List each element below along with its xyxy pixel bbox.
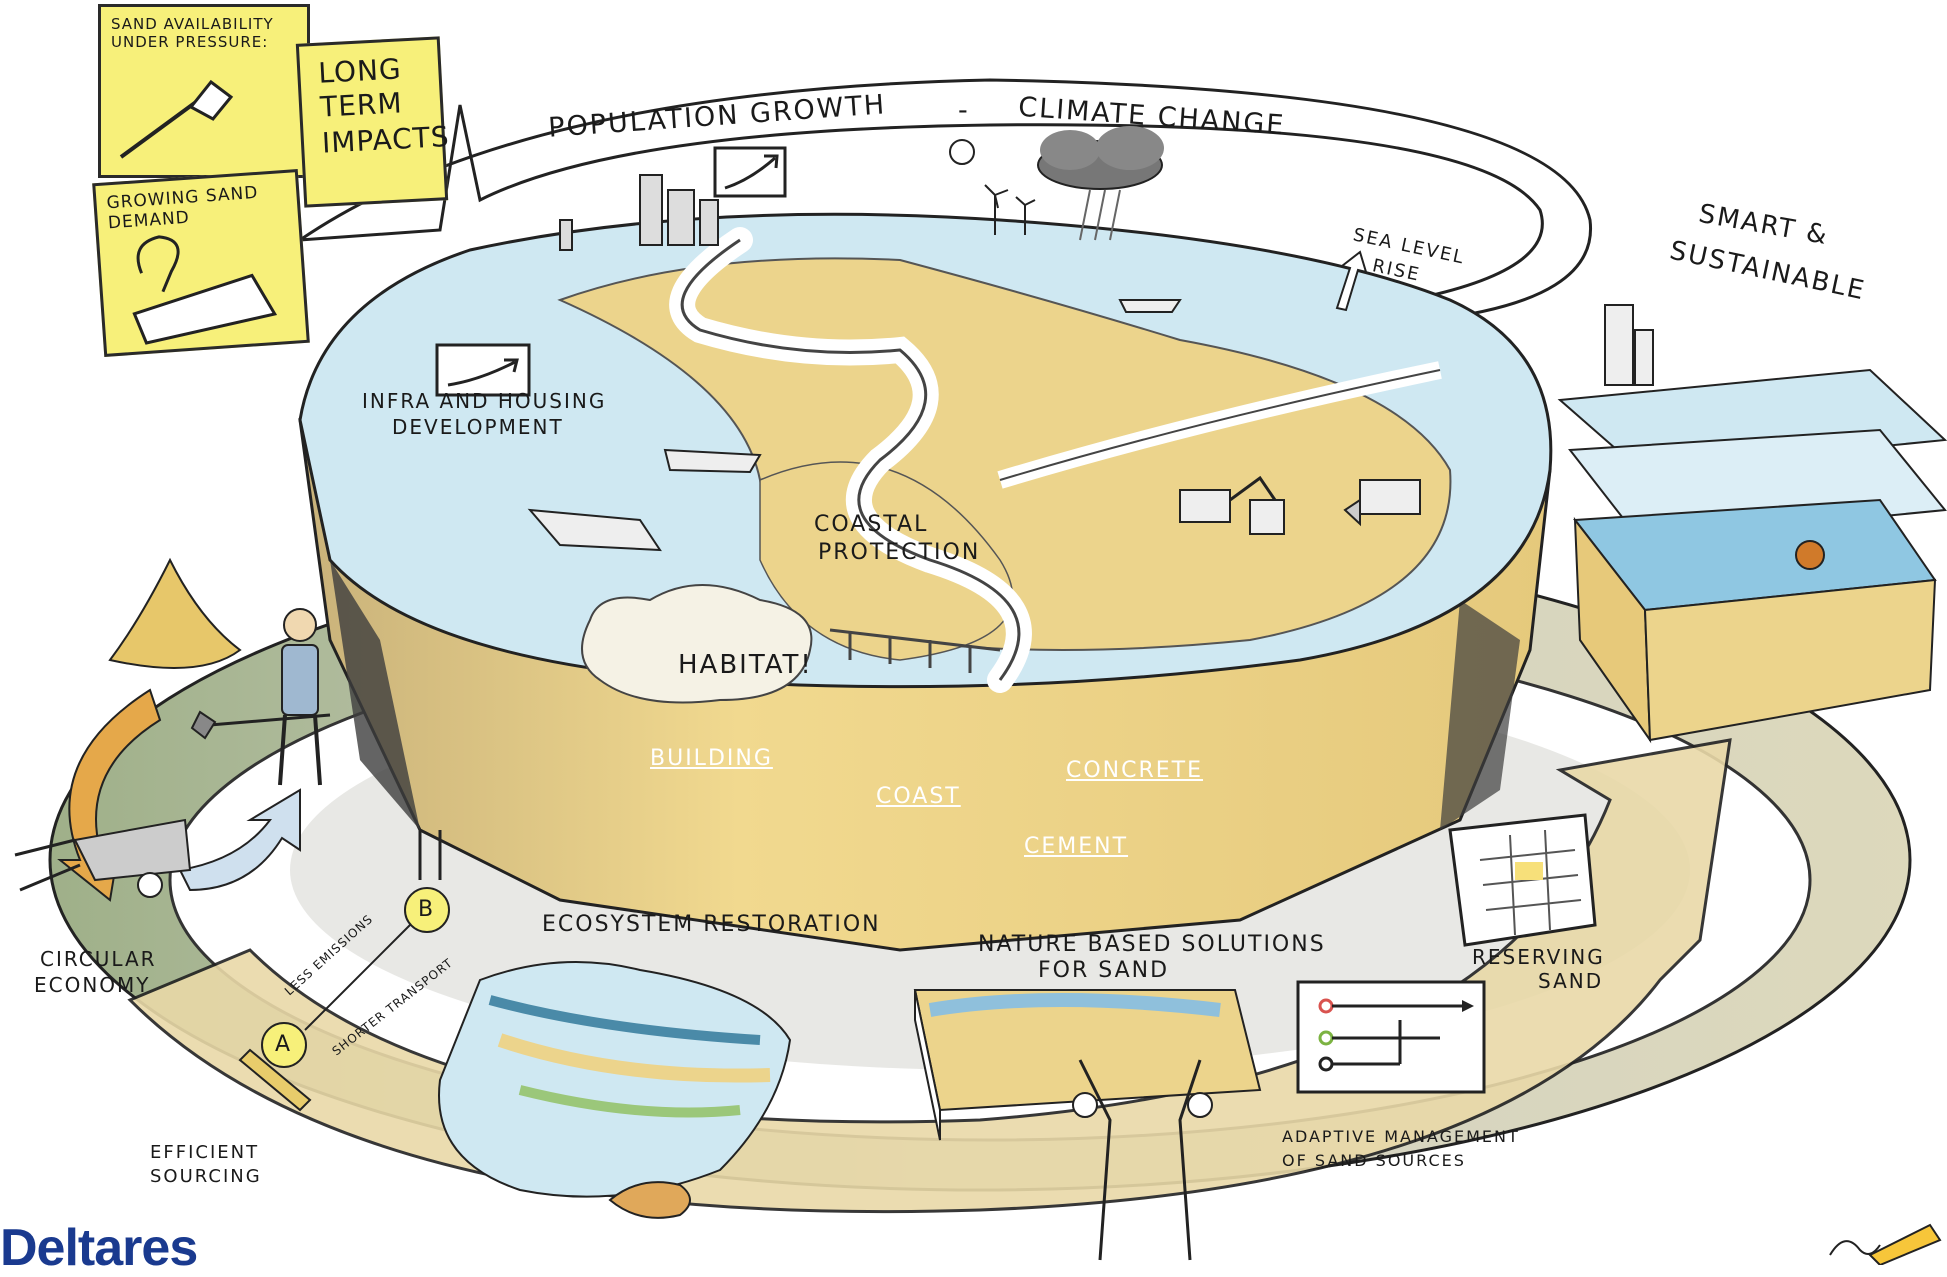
cliff-concrete: Concrete [1066,758,1204,783]
sticky-note-demand: Growing sand demand [92,169,310,357]
wind-turbine-icon [984,184,1036,235]
infra-line-1: Infra and housing [362,389,607,413]
ecosystem-block [438,961,792,1219]
adaptive-management-chart [1296,980,1486,1094]
bulldozer-icon [1343,479,1421,527]
infra-chart-icon [435,343,531,397]
efficient-line-2: sourcing [150,1166,262,1187]
adaptive-line-1: Adaptive management [1282,1127,1520,1146]
growth-chart-icon [713,146,787,198]
cliff-cement: Cement [1024,834,1129,859]
sun-icon [949,139,975,165]
point-a-label: A [275,1032,293,1057]
habitat-bubble [581,584,813,704]
smart-sustainable-block [1557,304,1947,744]
adaptive-line-2: of sand sources [1282,1151,1466,1170]
cliff-building: Building [650,746,773,771]
point-b-label: B [418,897,436,922]
bridge-icon [829,628,1001,673]
nbs-line-2: for sand [1038,958,1170,983]
driver-separator: - [958,95,970,126]
calendar-icon [1448,813,1597,947]
pencil-icon [1829,1223,1942,1265]
long-term-line-3: impacts [321,119,451,160]
rain-cloud-icon [1037,126,1164,241]
cliff-coast: Coast [876,784,961,809]
sea-level-arrow-icon [1335,250,1368,312]
long-term-line-2: term [319,86,404,124]
efficient-line-1: Efficient [150,1142,260,1163]
habitat-label: Habitat! [678,650,813,680]
nbs-block [913,989,1262,1261]
shovel-icon [119,79,234,159]
excavator-icon [1179,475,1285,535]
sand-pile-icon [108,557,242,669]
sticky-note-long-term: Long term impacts [295,36,451,208]
coastal-line-2: protection [818,540,981,565]
city-skyline-icon [559,174,719,251]
pressure-label: Sand availability under pressure: [111,15,274,51]
reserving-line-2: sand [1538,969,1604,993]
wheelbarrow-icon [14,818,192,898]
coastal-line-1: Coastal [814,512,929,537]
sourcing-diagram [238,830,450,1112]
worker-figure-icon [190,608,331,786]
island-top [298,126,1553,693]
sand-bag-icon [132,235,278,345]
deltares-logo: Deltares [0,1219,198,1277]
circular-line-2: economy [34,973,151,997]
ecosystem-label: Ecosystem restoration [542,912,881,937]
infra-line-2: development [392,415,564,439]
reserving-line-1: Reserving [1472,945,1605,969]
nbs-line-1: Nature based solutions [978,932,1326,957]
sticky-note-pressure: Sand availability under pressure: [98,4,310,178]
circular-line-1: Circular [40,947,157,971]
long-term-line-1: Long [317,52,403,90]
ship-icon [527,299,1182,552]
